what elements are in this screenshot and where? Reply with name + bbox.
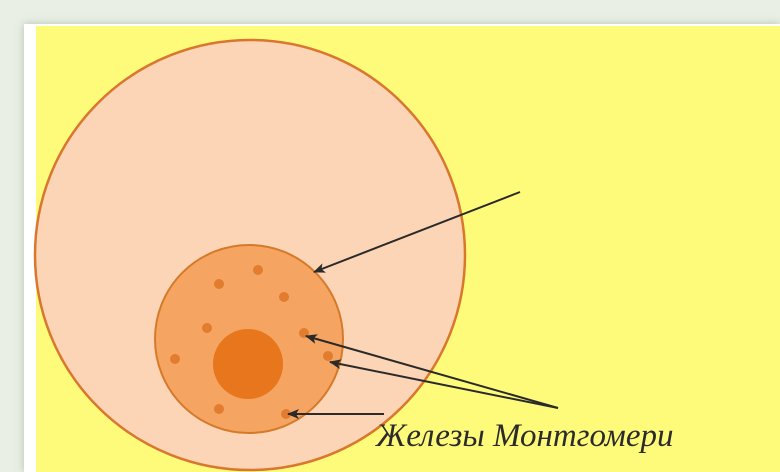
gland-dot [253,265,263,275]
gland-dot [214,279,224,289]
gland-dot [279,292,289,302]
montgomery-glands-label: Железы Монтгомери [375,418,674,454]
gland-dot [170,354,180,364]
gland-dot [323,351,333,361]
gland-dot [214,404,224,414]
gland-dot [202,323,212,333]
nipple [213,329,283,399]
